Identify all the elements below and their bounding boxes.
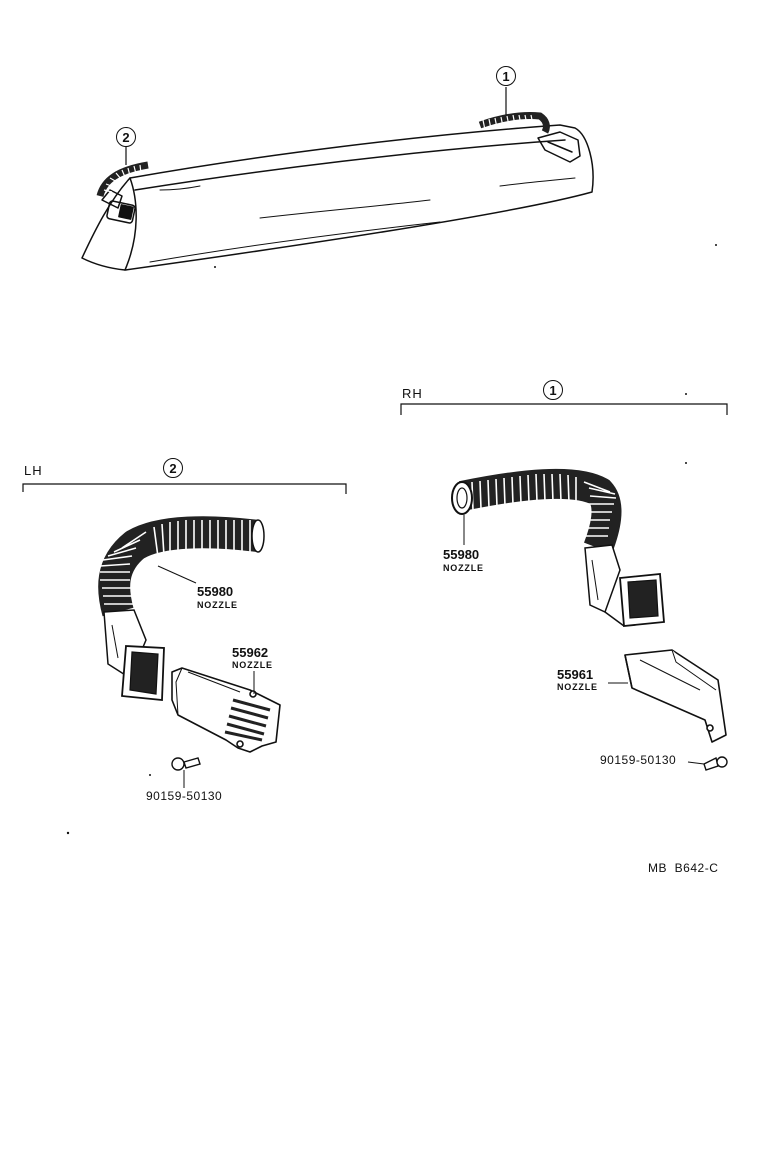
lh-hose-leader — [157, 565, 197, 584]
lh-screw-90159-50130 — [171, 757, 201, 771]
lh-nozzle-55962 — [171, 667, 281, 753]
instrument-panel-drawing — [81, 124, 594, 271]
lh-hose-55980 — [98, 516, 265, 701]
rh-screw-part-number: 90159-50130 — [600, 753, 677, 767]
rh-hose-55980 — [451, 468, 665, 627]
scan-specks — [66, 244, 717, 835]
lh-side-label: LH — [24, 463, 43, 478]
rh-hose-part-name: NOZZLE — [443, 563, 484, 573]
lh-bracket — [22, 483, 347, 494]
rh-screw-leader — [687, 761, 705, 765]
lh-nozzle-part-name: NOZZLE — [232, 660, 273, 670]
rh-side-label: RH — [402, 386, 423, 401]
overview-callout-1: 1 — [496, 66, 516, 86]
lh-hose-part-name: NOZZLE — [197, 600, 238, 610]
rh-callout: 1 — [543, 380, 563, 400]
overview-callout-2: 2 — [116, 127, 136, 147]
rh-nozzle-55961 — [624, 649, 727, 743]
overview-hose-right — [478, 112, 550, 134]
rh-bracket — [400, 403, 728, 415]
lh-nozzle-part-number: 55962 — [232, 645, 269, 660]
rh-hose-part-number: 55980 — [443, 547, 480, 562]
drawing-code: MB B642-C — [648, 861, 719, 875]
lh-screw-part-number: 90159-50130 — [146, 789, 223, 803]
overview-hose-left — [96, 161, 149, 198]
rh-nozzle-part-name: NOZZLE — [557, 682, 598, 692]
lh-callout: 2 — [163, 458, 183, 478]
lh-hose-part-number: 55980 — [197, 584, 234, 599]
rh-screw-90159-50130 — [703, 756, 728, 771]
rh-nozzle-part-number: 55961 — [557, 667, 594, 682]
